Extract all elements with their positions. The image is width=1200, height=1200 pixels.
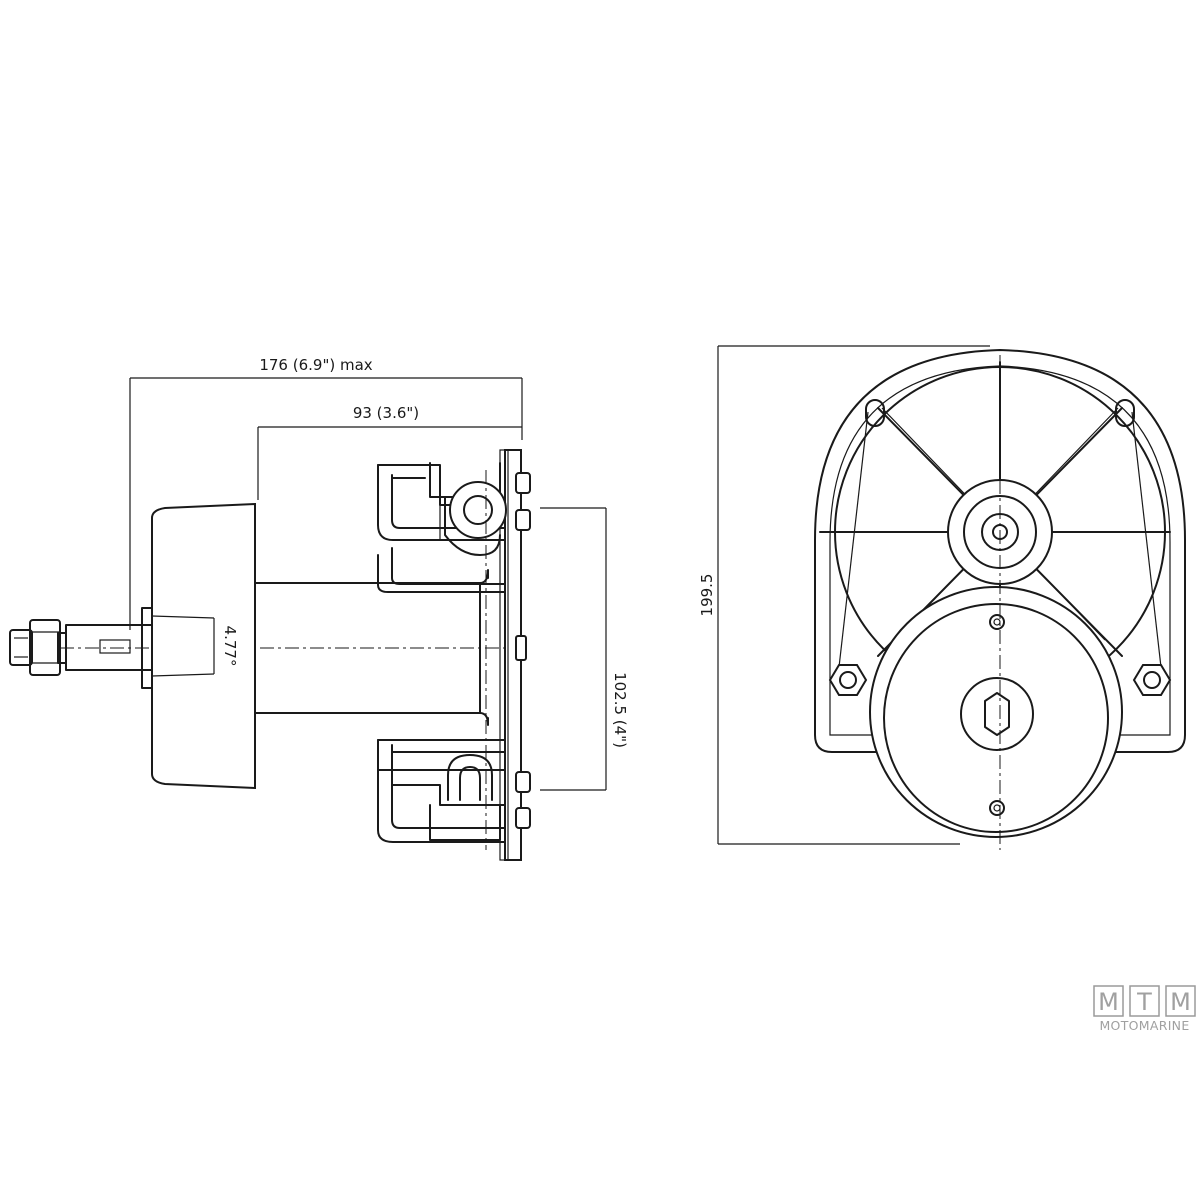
upper-bracket (377, 462, 531, 593)
dimension-overall-height: 199.5 (698, 345, 990, 845)
depth-label: 93 (3.6") (353, 404, 419, 422)
logo-letter-1: M (1098, 988, 1119, 1016)
overall-length-label: 176 (6.9") max (259, 356, 372, 374)
housing-outline (814, 349, 1186, 753)
overall-height-label: 199.5 (698, 574, 716, 617)
brand-logo: M T M MOTOMARINE (1093, 985, 1196, 1033)
center-bolt (515, 635, 527, 661)
dimension-depth: 93 (3.6") (257, 404, 522, 500)
logo-letter-2: T (1136, 988, 1152, 1016)
wheel-bezel (151, 502, 256, 790)
dimension-overall-length: 176 (6.9") max (129, 356, 523, 630)
logo-box-3 (1165, 985, 1196, 1017)
helm-body (869, 586, 1123, 838)
logo-box-2 (1129, 985, 1160, 1017)
mount-spacing-label: 102.5 (4") (611, 672, 629, 748)
front-view: 199.5 (698, 345, 1186, 850)
tilt-angle-label: 4.77° (221, 626, 239, 667)
dimension-mount-spacing: 102.5 (4") (540, 507, 629, 791)
side-bolts (828, 664, 1172, 696)
logo-subtitle: MOTOMARINE (1099, 1018, 1189, 1033)
logo-letter-3: M (1170, 988, 1191, 1016)
logo-box-1 (1093, 985, 1124, 1017)
lower-bracket (377, 739, 531, 843)
shaft-nut (9, 619, 67, 676)
side-view: 176 (6.9") max 93 (3.6") 4.77° (9, 356, 629, 861)
